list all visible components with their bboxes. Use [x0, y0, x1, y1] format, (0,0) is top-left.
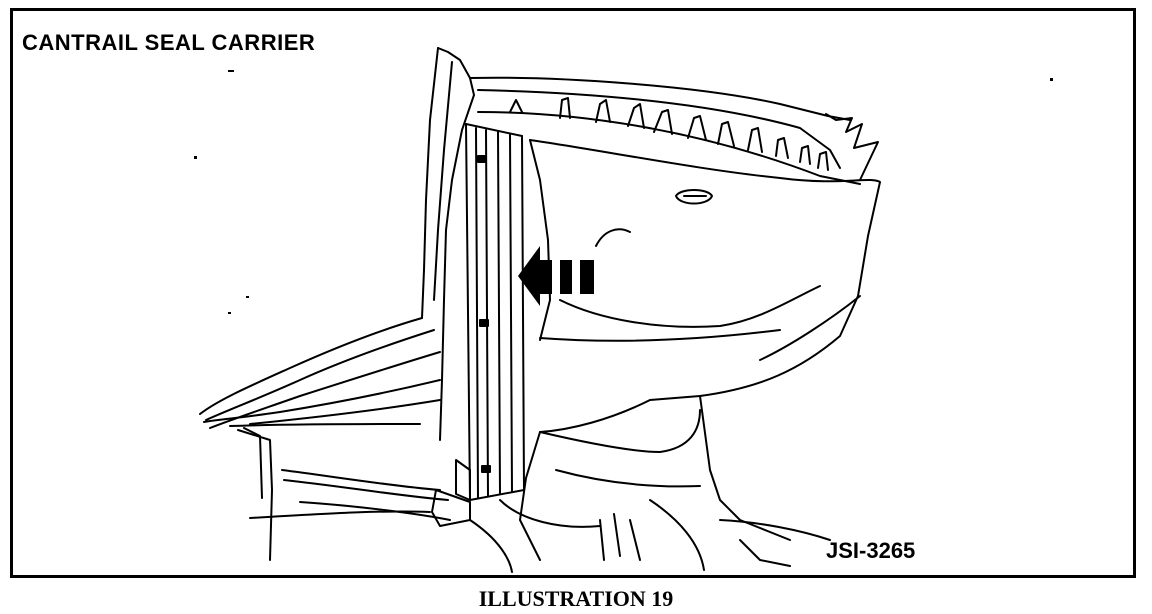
lower-pillar: [199, 317, 471, 561]
pillar-outline: [421, 47, 475, 441]
carrier-body: [529, 139, 881, 433]
direction-arrow: [518, 246, 594, 306]
lower-trim: [469, 395, 831, 573]
seal-carrier-strip: [455, 123, 525, 501]
figure-code: JSI-3265: [826, 538, 916, 563]
seal-clips: [509, 97, 829, 171]
scan-specks: [194, 70, 1053, 314]
diagram-title: CANTRAIL SEAL CARRIER: [22, 30, 316, 55]
illustration-frame: [10, 8, 1136, 578]
illustration-caption: ILLUSTRATION 19: [478, 586, 674, 611]
roof-rail: [469, 76, 879, 185]
